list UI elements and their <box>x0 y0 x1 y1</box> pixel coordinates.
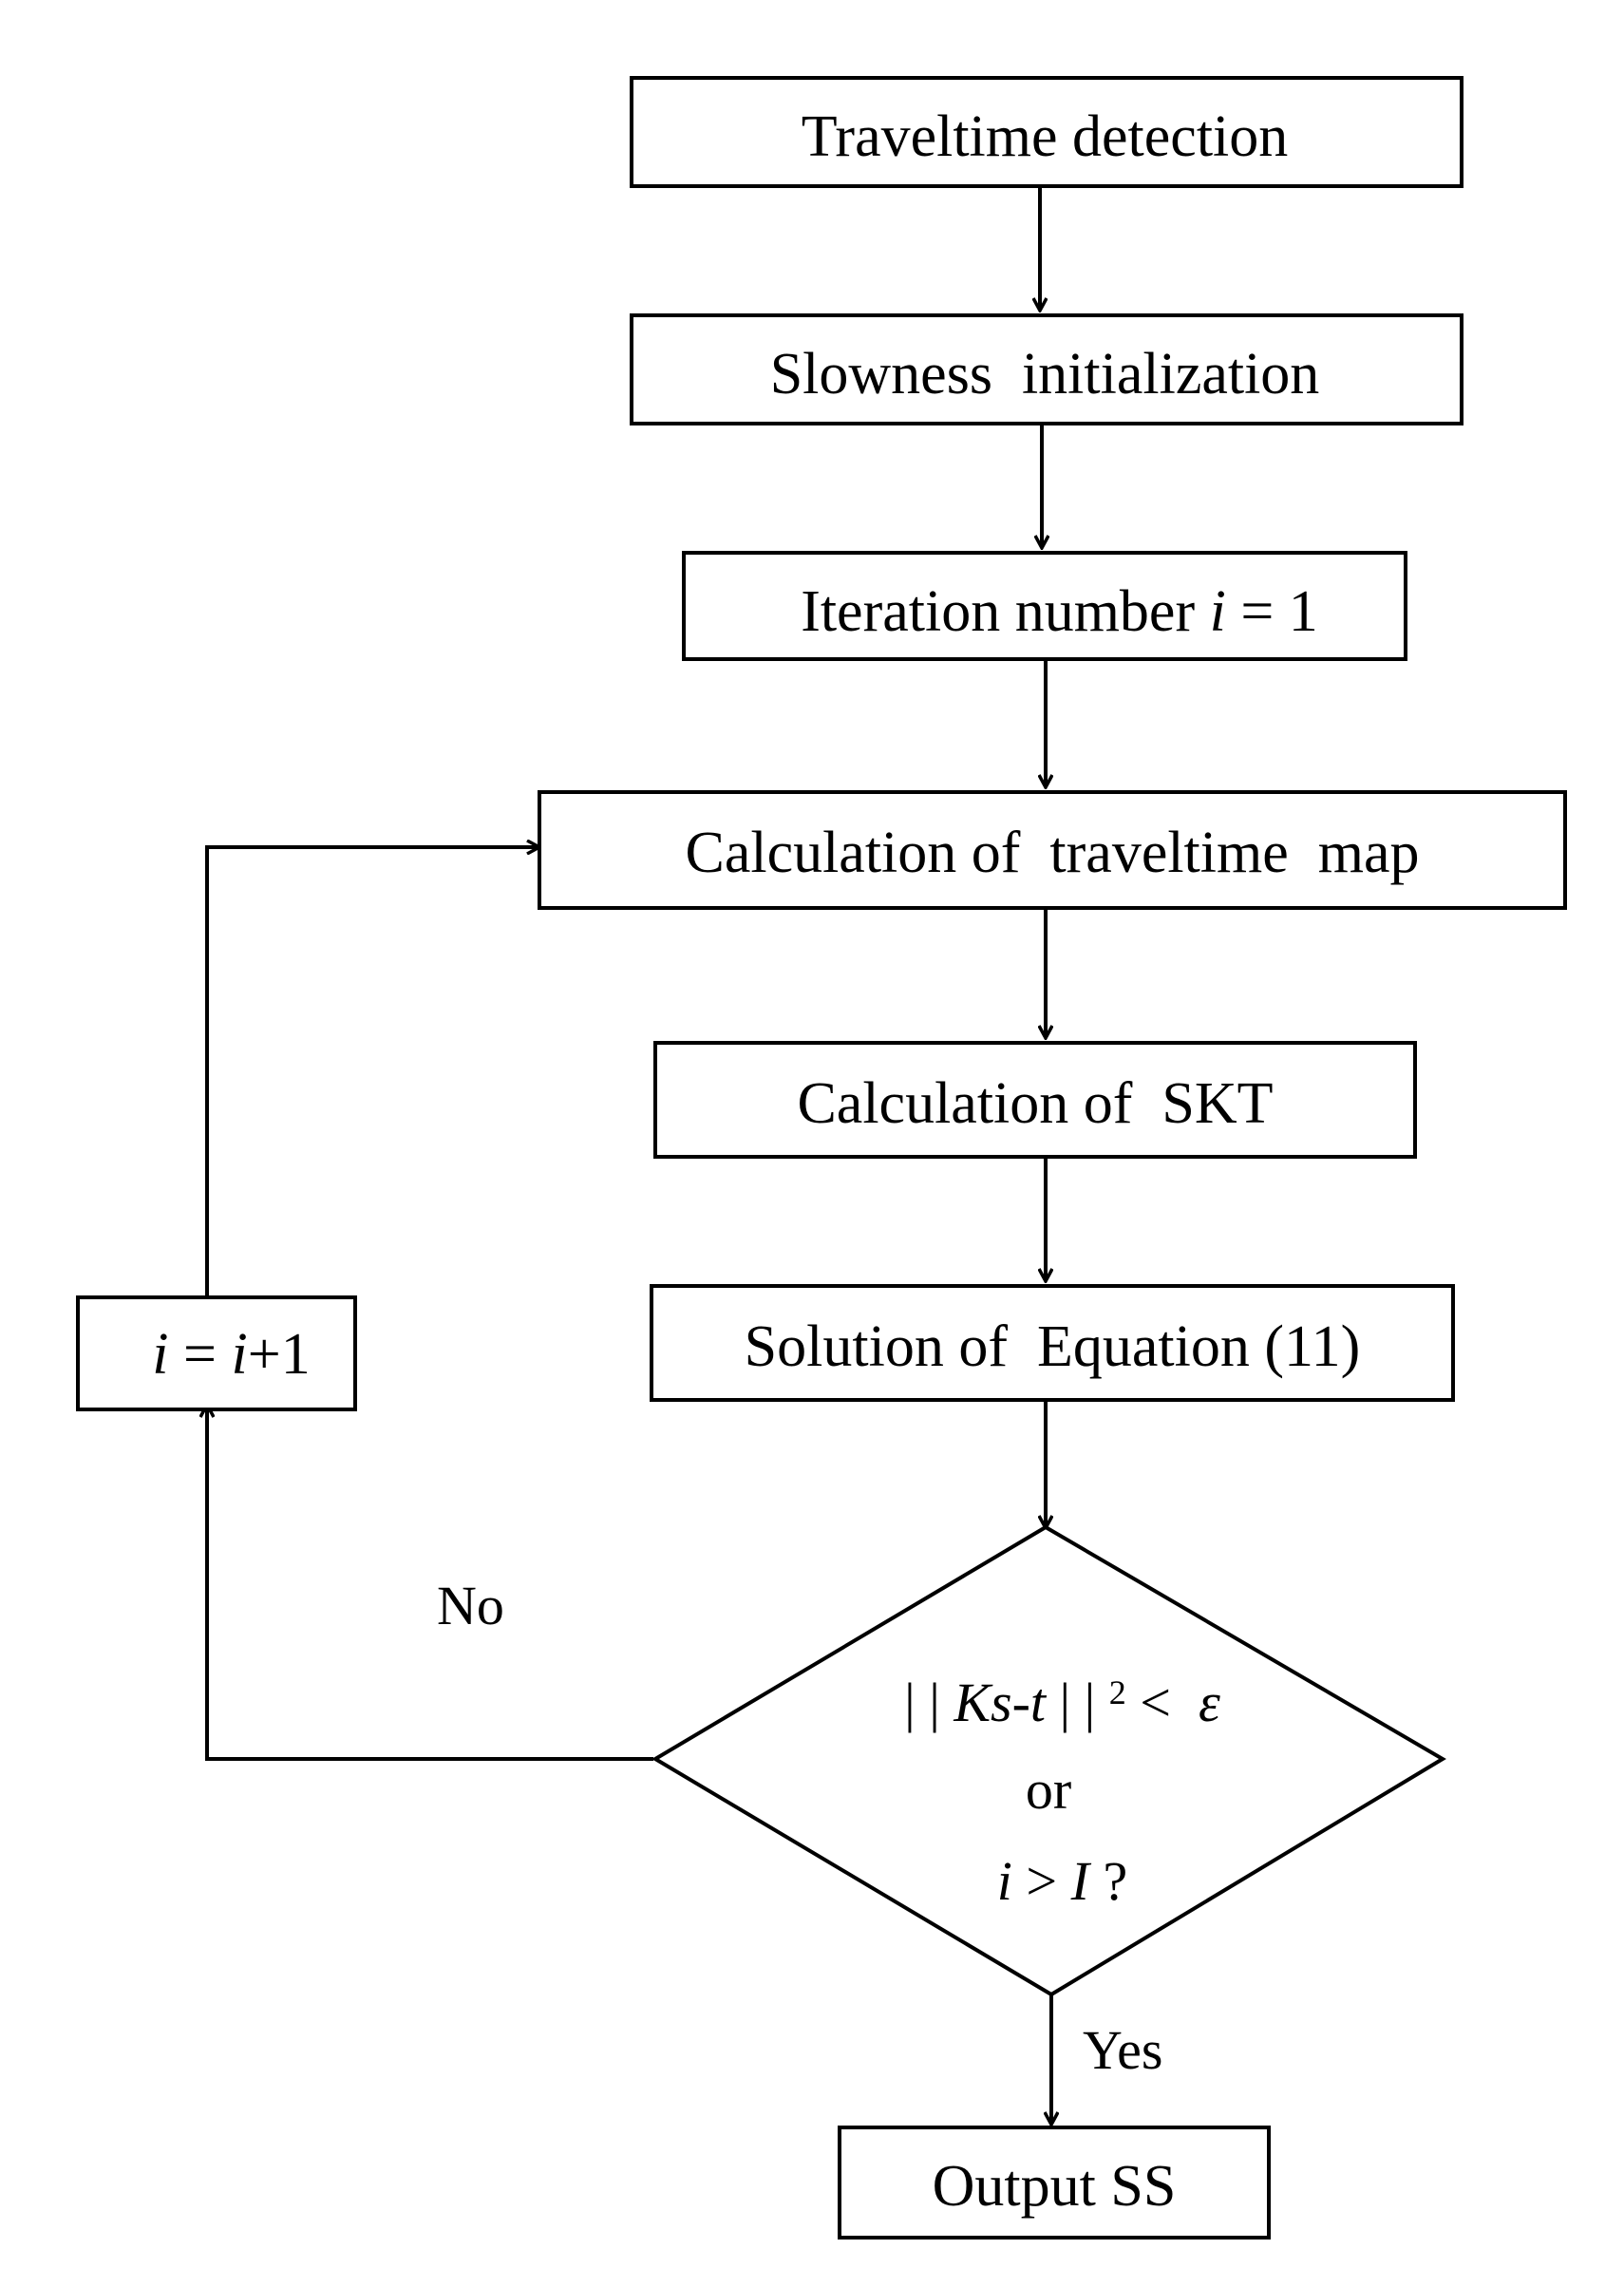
decision-diamond: | | Ks-t | | 2 < ε or i > I ? <box>651 1524 1446 1997</box>
node-slowness-initialization: Slowness initialization <box>630 313 1463 425</box>
decision-iteration-variable: i <box>997 1850 1012 1912</box>
arrow-increment-to-traveltime-map <box>205 847 538 1297</box>
node-output-label: Output SS <box>933 2154 1177 2219</box>
node-increment: i = i+1 <box>49 1295 384 1411</box>
decision-epsilon: ε <box>1199 1672 1220 1733</box>
iteration-number-prefix: Iteration number <box>801 579 1209 644</box>
node-iteration-number-label: Iteration number i = 1 <box>698 579 1392 644</box>
node-output: Output SS <box>838 2126 1271 2240</box>
node-solution-equation: Solution of Equation (11) <box>650 1284 1455 1402</box>
node-traveltime-detection-label: Traveltime detection <box>802 104 1289 169</box>
edge-label-yes: Yes <box>1083 2019 1162 2081</box>
node-traveltime-map-label: Calculation of traveltime map <box>685 821 1419 885</box>
node-slowness-initialization-label: Slowness initialization <box>770 342 1320 406</box>
node-increment-label: i = i+1 <box>49 1322 384 1387</box>
decision-exponent: 2 <box>1109 1673 1126 1711</box>
decision-condition-line2: or <box>1026 1759 1071 1821</box>
decision-condition-line1: | | Ks-t | | 2 < ε <box>808 1672 1290 1733</box>
increment-plus-one: +1 <box>248 1322 311 1387</box>
node-traveltime-detection: Traveltime detection <box>630 76 1463 188</box>
node-solution-equation-label: Solution of Equation (11) <box>745 1314 1361 1379</box>
decision-question-mark: ? <box>1089 1850 1127 1912</box>
node-iteration-number: Iteration number i = 1 <box>682 551 1407 661</box>
edge-label-no: No <box>437 1575 504 1636</box>
increment-variable-right: i <box>232 1322 248 1387</box>
decision-iteration-limit: I <box>1070 1850 1092 1912</box>
arrow-no-to-increment <box>207 1406 653 1761</box>
decision-norm-close: | | <box>1046 1672 1109 1733</box>
iteration-number-suffix: = 1 <box>1226 579 1318 644</box>
decision-norm-open: | | <box>904 1672 954 1733</box>
node-traveltime-map: Calculation of traveltime map <box>538 790 1567 910</box>
increment-variable-left: i <box>152 1322 168 1387</box>
increment-equals: = <box>169 1322 232 1387</box>
node-skt-label: Calculation of SKT <box>797 1071 1273 1136</box>
decision-norm-expression: Ks-t <box>953 1672 1048 1733</box>
decision-greater-than: > <box>1012 1850 1071 1912</box>
node-skt: Calculation of SKT <box>653 1041 1417 1159</box>
iteration-number-variable: i <box>1210 579 1226 644</box>
decision-condition-line3: i > I ? <box>900 1850 1196 1912</box>
decision-less-than: < <box>1126 1672 1199 1733</box>
